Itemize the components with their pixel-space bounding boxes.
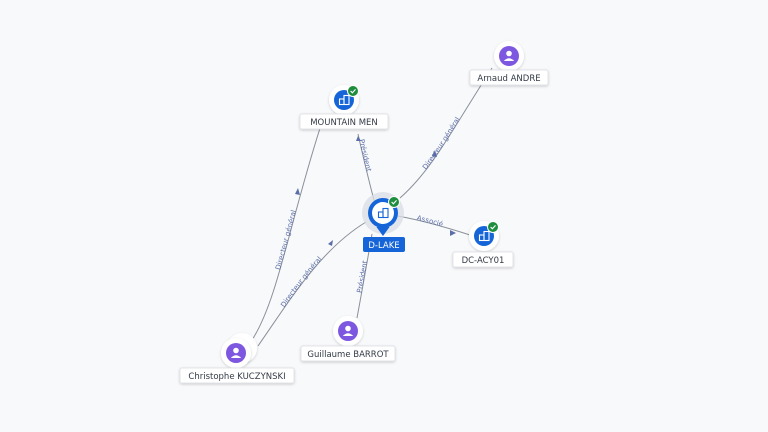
node-label: Guillaume BARROT bbox=[307, 350, 389, 360]
node-label: DC-ACY01 bbox=[462, 256, 505, 266]
verified-badge bbox=[487, 221, 499, 233]
node-arnaud-andre[interactable]: Arnaud ANDRE bbox=[469, 41, 549, 86]
node-mountain-men[interactable]: MOUNTAIN MEN bbox=[299, 85, 389, 130]
node-label: Arnaud ANDRE bbox=[477, 74, 540, 84]
edge-label-text: Président bbox=[356, 260, 370, 294]
arrow-icon bbox=[432, 150, 437, 157]
verified-badge bbox=[388, 196, 400, 208]
edge-label-text: Président bbox=[357, 138, 372, 172]
building-icon bbox=[377, 207, 389, 219]
pin-tip bbox=[376, 227, 390, 236]
check-icon bbox=[391, 200, 397, 205]
edge-label: Directeur général bbox=[279, 255, 323, 309]
edge-center-to-dc: Associé bbox=[397, 214, 471, 236]
building-icon bbox=[478, 230, 490, 242]
edge-label: Directeur général bbox=[274, 209, 298, 271]
edge-label: Président bbox=[357, 138, 372, 172]
check-icon bbox=[350, 89, 356, 94]
edge-label-text: Associé bbox=[416, 214, 444, 228]
node-label: Christophe KUCZYNSKI bbox=[188, 372, 285, 382]
person-icon bbox=[342, 325, 354, 336]
node-dc-acy01[interactable]: DC-ACY01 bbox=[452, 221, 514, 268]
arrow-icon bbox=[450, 230, 456, 236]
person-icon bbox=[230, 347, 242, 358]
edge-label: Directeur général bbox=[421, 116, 462, 171]
arrow-icon bbox=[328, 240, 333, 246]
edge-label-text: Directeur général bbox=[279, 255, 323, 309]
edge-label: Associé bbox=[416, 214, 444, 228]
check-icon bbox=[490, 225, 496, 230]
node-label: D-LAKE bbox=[368, 241, 399, 251]
person-icon bbox=[503, 50, 515, 61]
edge-label-text: Directeur général bbox=[421, 116, 462, 171]
node-d-lake[interactable]: D-LAKE bbox=[362, 192, 405, 252]
arrow-icon bbox=[356, 136, 361, 141]
node-guillaume-barrot[interactable]: Guillaume BARROT bbox=[300, 316, 396, 362]
node-christophe-kuczynski[interactable]: Christophe KUCZYNSKI bbox=[179, 333, 295, 384]
verified-badge bbox=[347, 85, 359, 97]
edge-label: Président bbox=[356, 260, 370, 294]
arrow-icon bbox=[295, 188, 300, 195]
edge-arnaud-to-center: Directeur général bbox=[399, 67, 493, 199]
building-icon bbox=[338, 94, 350, 106]
node-label: MOUNTAIN MEN bbox=[310, 118, 378, 128]
edge-mountain-to-center: Président bbox=[356, 133, 376, 205]
edge-label-text: Directeur général bbox=[274, 209, 298, 271]
